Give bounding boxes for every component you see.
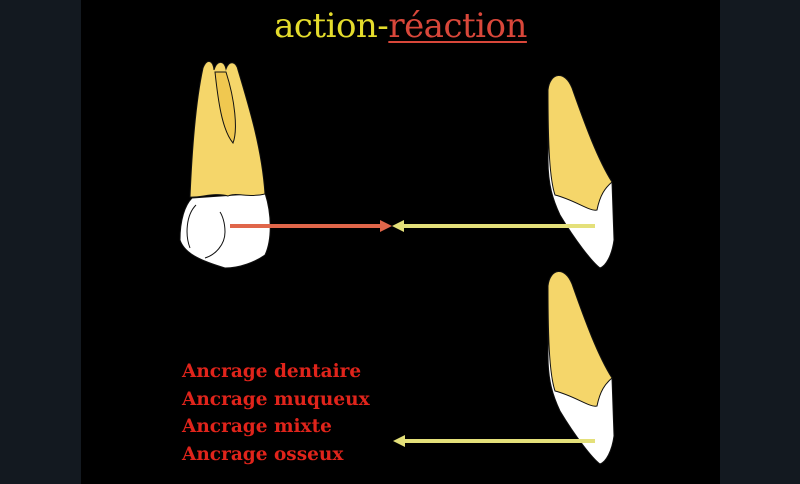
list-item: Ancrage dentaire <box>182 361 362 382</box>
anchorage-list: Ancrage dentaire Ancrage muqueux Ancrage… <box>182 358 370 468</box>
action-arrow-icon <box>230 220 392 232</box>
reaction-arrow-icon <box>393 435 595 447</box>
title-reaction: réaction <box>388 6 527 46</box>
slide-title: action-réaction <box>81 6 720 46</box>
canine-tooth-icon <box>547 75 615 269</box>
canine-tooth-icon <box>547 271 615 465</box>
title-action: action- <box>274 6 389 46</box>
reaction-arrow-icon <box>392 220 595 232</box>
list-item: Ancrage muqueux <box>182 388 370 410</box>
list-item: Ancrage osseux <box>182 443 344 465</box>
list-item: Ancrage mixte <box>182 416 332 437</box>
molar-tooth-icon <box>179 61 271 269</box>
